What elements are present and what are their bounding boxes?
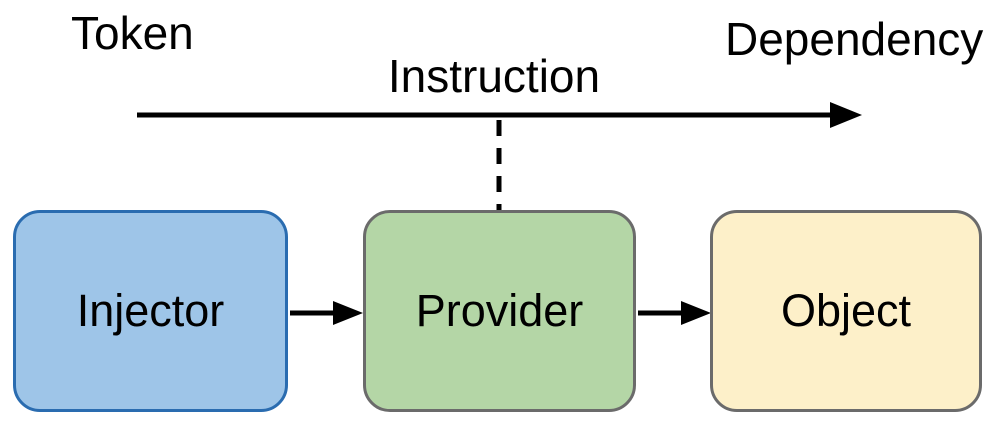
provider-node-label: Provider <box>415 285 584 336</box>
object-node: Object <box>710 210 982 412</box>
instruction-arrowhead-icon <box>830 102 862 128</box>
injector-node-label: Injector <box>76 285 225 336</box>
injector-node: Injector <box>13 210 288 412</box>
token-label: Token <box>71 7 194 59</box>
injector-to-provider-arrowhead-icon <box>333 301 363 325</box>
instruction-label: Instruction <box>387 50 601 102</box>
dependency-label: Dependency <box>725 13 984 65</box>
provider-to-object-arrowhead-icon <box>681 301 711 325</box>
provider-node: Provider <box>363 210 636 412</box>
object-node-label: Object <box>780 285 912 336</box>
